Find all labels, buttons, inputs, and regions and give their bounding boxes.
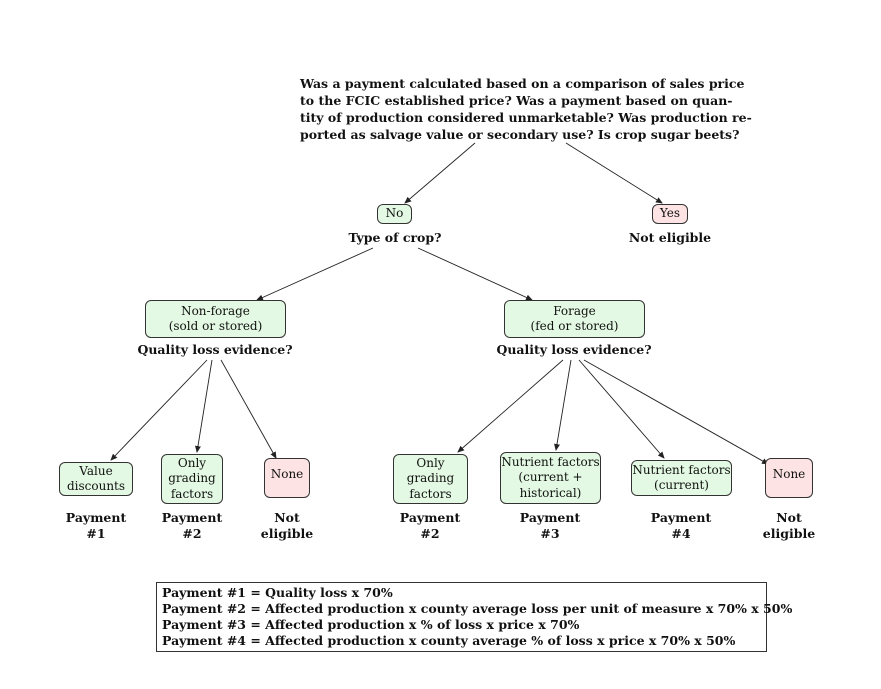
forage-question: Quality loss evidence? (496, 342, 652, 357)
legend-payment-4: Payment #4 = Affected production x count… (162, 633, 736, 648)
root-question-line: to the FCIC established price? Was a pay… (300, 93, 733, 108)
edge-forage-to-nutrient-historical (554, 359, 572, 451)
root-question: Was a payment calculated based on a comp… (300, 75, 752, 143)
payment-2-outcome: Payment #2 (161, 510, 223, 541)
edge-crop-to-nonforage (256, 247, 374, 301)
payment-2-outcome: Payment #2 (399, 510, 461, 541)
edge-root-to-no (404, 142, 476, 204)
not-eligible-yes-label: Not eligible (628, 230, 712, 245)
none-node: None (264, 458, 310, 498)
root-question-line: ported as salvage value or secondary use… (300, 127, 740, 142)
edge-forage-to-nutrient-current (578, 359, 665, 459)
non-forage-question: Quality loss evidence? (137, 342, 293, 357)
edge-nonforage-to-value-discounts (110, 359, 208, 461)
nutrient-factors-current-node: Nutrient factors (current) (631, 460, 732, 496)
edge-nonforage-to-none (220, 359, 277, 459)
root-question-line: tity of production considered unmarketab… (300, 110, 752, 125)
payment-legend: Payment #1 = Quality loss x 70% Payment … (156, 582, 793, 652)
payment-3-outcome: Payment #3 (519, 510, 581, 541)
forage-node: Forage (fed or stored) (504, 300, 645, 338)
edge-crop-to-forage (417, 247, 533, 301)
edge-root-to-yes (565, 142, 663, 204)
only-grading-factors-node: Only grading factors (393, 454, 468, 504)
non-forage-node: Non-forage (sold or stored) (145, 300, 286, 338)
yes-node: Yes (652, 204, 688, 224)
not-eligible-outcome: Not eligible (762, 510, 816, 541)
edge-forage-to-grading-factors (457, 359, 564, 453)
payment-1-outcome: Payment #1 (65, 510, 127, 541)
root-question-line: Was a payment calculated based on a comp… (300, 76, 745, 91)
value-discounts-node: Value discounts (59, 462, 133, 496)
legend-payment-3: Payment #3 = Affected production x % of … (162, 617, 580, 632)
none-node: None (765, 458, 813, 498)
edge-nonforage-to-grading-factors (195, 359, 213, 453)
not-eligible-outcome: Not eligible (260, 510, 314, 541)
only-grading-factors-node: Only grading factors (161, 454, 223, 504)
no-node: No (377, 204, 412, 224)
edge-forage-to-none (583, 359, 769, 465)
legend-payment-2: Payment #2 = Affected production x count… (162, 601, 793, 616)
crop-type-question: Type of crop? (348, 230, 442, 245)
nutrient-factors-historical-node: Nutrient factors (current + historical) (500, 452, 601, 504)
legend-payment-1: Payment #1 = Quality loss x 70% (162, 585, 393, 600)
payment-4-outcome: Payment #4 (650, 510, 712, 541)
